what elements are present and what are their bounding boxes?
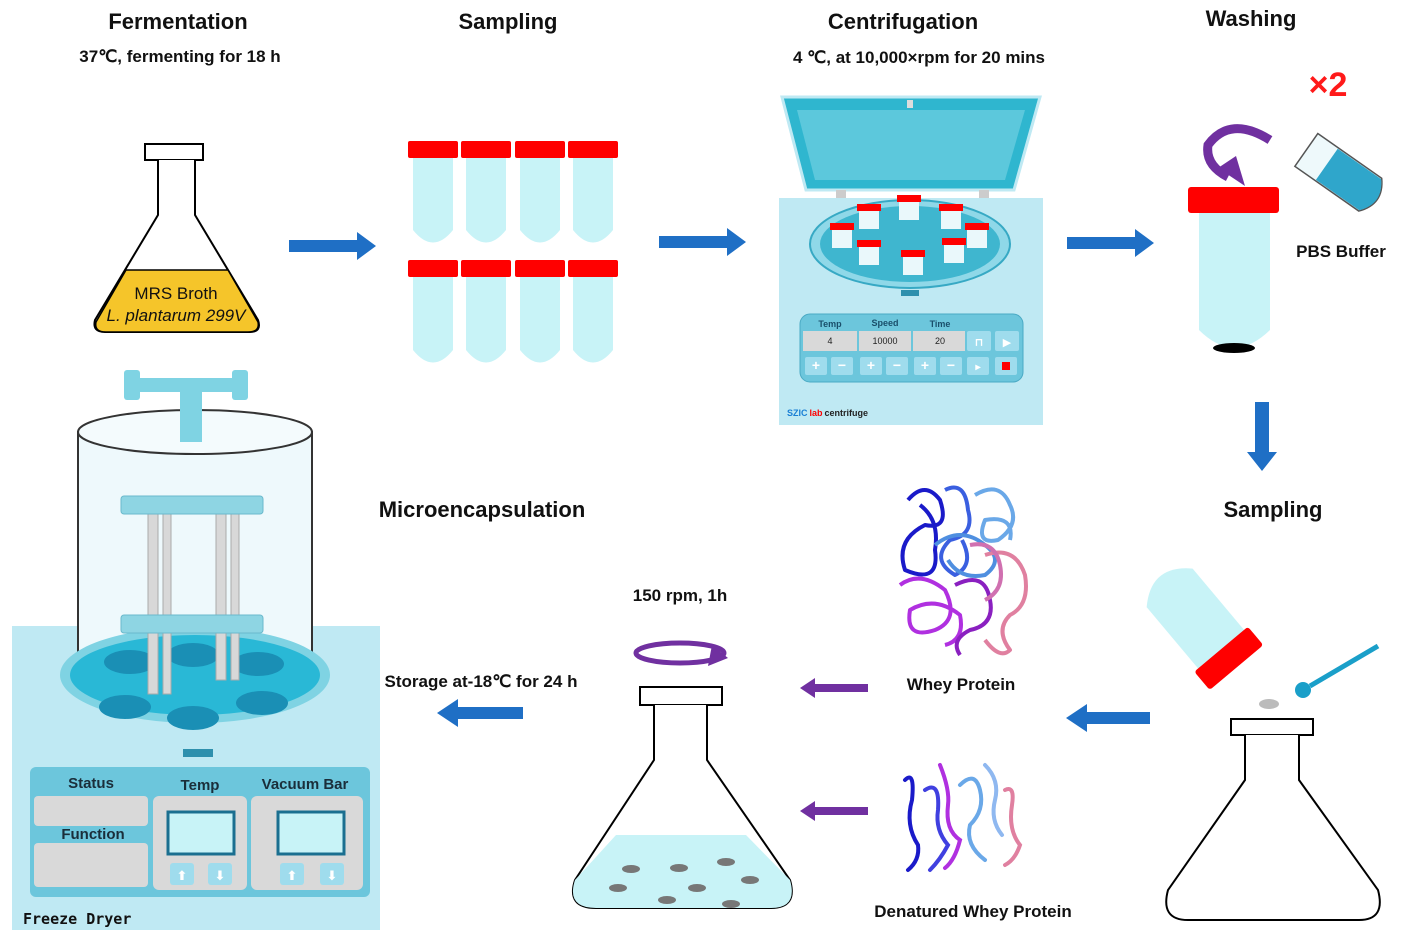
pbs-buffer-tube-icon [1293,132,1383,212]
tube-icon [515,141,565,243]
svg-text:⬇: ⬇ [215,869,226,884]
tube-icon [568,141,618,243]
tube-icon [408,141,458,243]
centrifuge-time-label: Time [930,319,951,329]
spatula-icon [1295,643,1380,698]
step-title-microencapsulation: Microencapsulation [379,497,586,522]
fermentation-flask-icon [93,143,260,333]
whey-protein-label: Whey Protein [907,675,1016,694]
tube-icon [461,260,511,363]
flask-label-broth: MRS Broth [134,284,217,303]
svg-text:−: − [947,357,955,373]
svg-text:−: − [838,357,846,373]
svg-text:+: + [867,357,875,373]
blue-arrows [289,228,1277,732]
sampling-tubes [408,141,618,363]
tube-icon [461,141,511,243]
fermentation-condition: 37℃, fermenting for 18 h [79,47,280,66]
arrow-down-icon [1247,402,1277,471]
centrifuge-time-value: 20 [935,336,945,346]
svg-text:▸: ▸ [974,362,981,373]
repeat-count: ×2 [1309,66,1348,104]
shaking-condition: 150 rpm, 1h [633,586,728,605]
flask-label-strain: L. plantarum 299V [107,306,248,325]
step-title-sampling-2: Sampling [1223,497,1322,522]
tube-icon [408,260,458,363]
svg-text:▶: ▶ [1003,336,1012,349]
step-title-sampling-1: Sampling [458,9,557,34]
storage-condition: Storage at-18℃ for 24 h [385,672,578,691]
rotate-shake-icon [633,640,728,666]
svg-text:⬆: ⬆ [177,869,188,884]
centrifuge-speed-label: Speed [871,318,898,328]
centrifuge-tubes [830,195,989,275]
pbs-buffer-label: PBS Buffer [1296,242,1386,261]
centrifugation-condition: 4 ℃, at 10,000×rpm for 20 mins [793,48,1045,67]
svg-text:⬆: ⬆ [287,869,298,884]
purple-arrows [800,678,868,821]
tube-icon [515,260,565,363]
svg-text:+: + [921,357,929,373]
svg-text:+: + [812,357,820,373]
arrow-left-icon [437,699,523,727]
denatured-whey-protein-label: Denatured Whey Protein [874,902,1071,921]
centrifuge-temp-value: 4 [827,336,832,346]
arrow-right-icon [289,232,376,260]
centrifuge-speed-value: 10000 [872,336,897,346]
freeze-dryer-status-label: Status [68,775,114,792]
step-title-fermentation: Fermentation [108,9,247,34]
step-title-centrifugation: Centrifugation [828,9,978,34]
freeze-dryer-vacuum-label: Vacuum Bar [262,776,349,793]
microencapsulation-flask-icon [571,686,793,909]
denatured-whey-protein-icon [903,763,1023,872]
svg-text:−: − [893,357,901,373]
freeze-dryer-temp-label: Temp [181,777,220,794]
arrow-left-icon [1066,704,1150,732]
step-title-washing: Washing [1206,6,1297,31]
centrifuge-icon: + − + − + − ▸ ⊓ ▶ [779,95,1043,425]
rotate-arrow-icon [1203,124,1273,186]
empty-flask-icon [1165,718,1381,921]
arrow-right-icon [1067,229,1154,257]
arrow-left-icon [800,678,868,698]
arrow-left-icon [800,801,868,821]
washing-tube-icon [1188,187,1279,353]
centrifuge-temp-label: Temp [818,319,842,329]
pellet-icon [1259,699,1279,709]
whey-protein-icon [898,485,1028,657]
sampling-tube-tilted-icon [1146,568,1263,689]
tube-icon [568,260,618,363]
freeze-dryer-name: Freeze Dryer [23,910,131,928]
svg-text:⬇: ⬇ [327,869,338,884]
freeze-dryer-function-label: Function [61,826,124,843]
svg-text:⊓: ⊓ [975,336,984,349]
freeze-dryer-icon: ⬆ ⬇ ⬆ ⬇ [12,370,380,930]
arrow-right-icon [659,228,746,256]
